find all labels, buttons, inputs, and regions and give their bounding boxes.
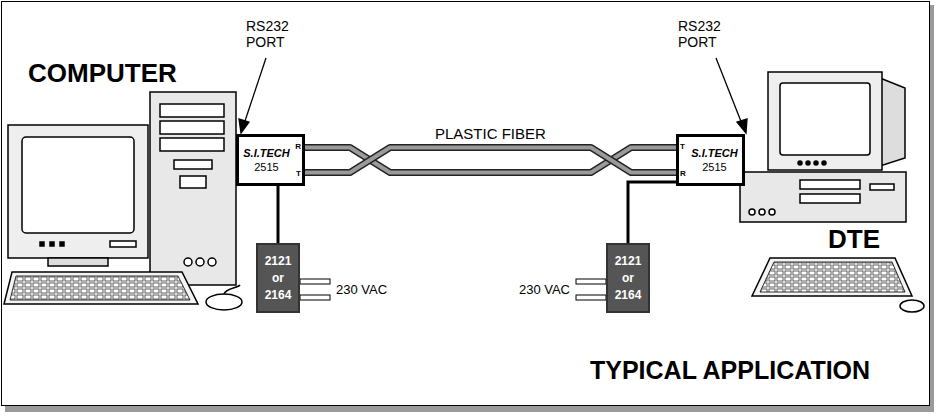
- cable-line: [628, 182, 676, 243]
- model-number: 2121 or 2164: [610, 253, 646, 304]
- port-letter: T: [296, 169, 301, 178]
- port-letter: T: [680, 142, 685, 151]
- power-supply-box: 2121 or 2164: [256, 243, 300, 313]
- fiber-cable: [305, 148, 676, 173]
- cable-line: [277, 186, 280, 243]
- fiber-outline: [305, 148, 676, 173]
- frame: [2, 2, 930, 406]
- computer-illustration: [4, 92, 242, 310]
- leader-arrow: [239, 58, 747, 133]
- fiber-core: [305, 148, 676, 173]
- fiber-outline: [305, 148, 676, 173]
- model-number: 2515: [254, 160, 278, 174]
- fiber-core: [305, 148, 676, 173]
- power-cable: [628, 182, 676, 243]
- port-letter: R: [295, 142, 301, 151]
- device-label: COMPUTER: [28, 58, 177, 88]
- power-cable: [278, 186, 279, 243]
- converter-box: S.I.TECH2515 T R: [676, 134, 745, 186]
- model-number: 2515: [702, 160, 726, 174]
- voltage-label: 230 VAC: [500, 282, 570, 297]
- mains-plug: [300, 279, 606, 300]
- model-number: 2121 or 2164: [260, 253, 296, 304]
- voltage-label: 230 VAC: [336, 282, 387, 297]
- cable-label: PLASTIC FIBER: [432, 125, 549, 142]
- port-letter: R: [680, 169, 686, 178]
- fiber-cable: [305, 148, 676, 173]
- brand-name: S.I.TECH: [691, 146, 737, 160]
- port-label: RS232 PORT: [246, 18, 300, 50]
- diagram-title: TYPICAL APPLICATION: [590, 356, 870, 385]
- brand-name: S.I.TECH: [243, 146, 289, 160]
- converter-box: S.I.TECH2515 R T: [236, 134, 305, 186]
- port-label: RS232 PORT: [678, 18, 732, 50]
- power-supply-box: 2121 or 2164: [606, 243, 650, 313]
- dte-illustration: [740, 72, 924, 312]
- device-label: DTE: [828, 224, 880, 254]
